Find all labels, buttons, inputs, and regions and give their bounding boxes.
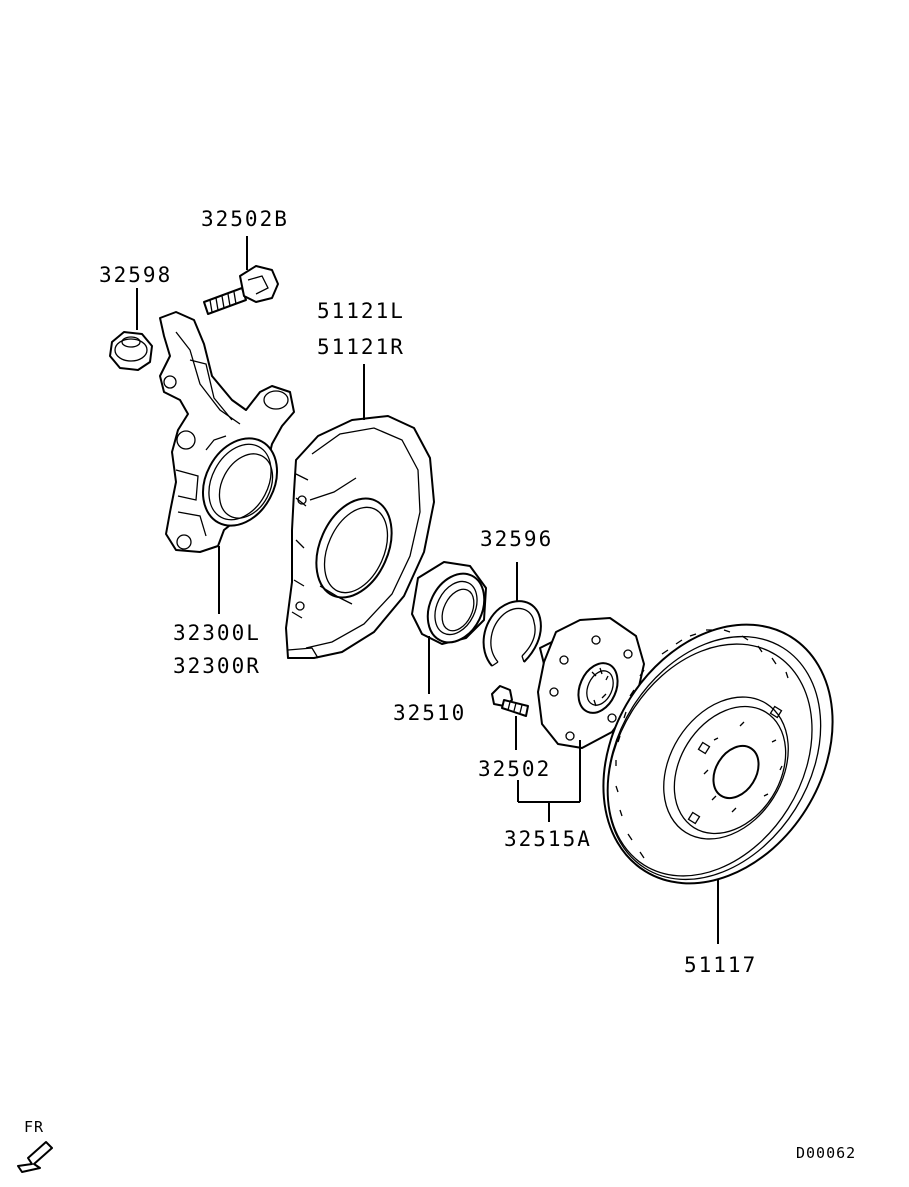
wheel-bearing-part[interactable] <box>411 561 495 652</box>
snap-ring-part[interactable] <box>482 600 542 667</box>
brake-disc-part[interactable] <box>557 582 880 926</box>
label-32300L: 32300L <box>173 621 261 645</box>
dust-shield-part[interactable] <box>285 415 435 659</box>
wheel-hub-part[interactable] <box>537 617 645 749</box>
label-32502B: 32502B <box>201 207 289 231</box>
label-32596: 32596 <box>480 527 553 551</box>
hub-bolt-part[interactable] <box>491 685 529 717</box>
label-32300R: 32300R <box>173 654 261 678</box>
label-32510: 32510 <box>393 701 466 725</box>
hub-assembly-bracket <box>517 740 581 822</box>
diagram-id: D00062 <box>796 1144 856 1162</box>
orientation-label: FR <box>24 1118 44 1136</box>
label-51117: 51117 <box>684 953 757 977</box>
front-direction-arrow-icon <box>17 1141 53 1173</box>
label-51121L: 51121L <box>317 299 405 323</box>
label-32515A: 32515A <box>504 827 592 851</box>
label-32598: 32598 <box>99 263 172 287</box>
steering-knuckle-part[interactable] <box>159 311 295 553</box>
label-32502: 32502 <box>478 757 551 781</box>
label-51121R: 51121R <box>317 335 405 359</box>
nut-part[interactable] <box>109 331 153 371</box>
disc-vent-slots <box>615 629 789 859</box>
knuckle-bolt-part[interactable] <box>203 265 279 315</box>
